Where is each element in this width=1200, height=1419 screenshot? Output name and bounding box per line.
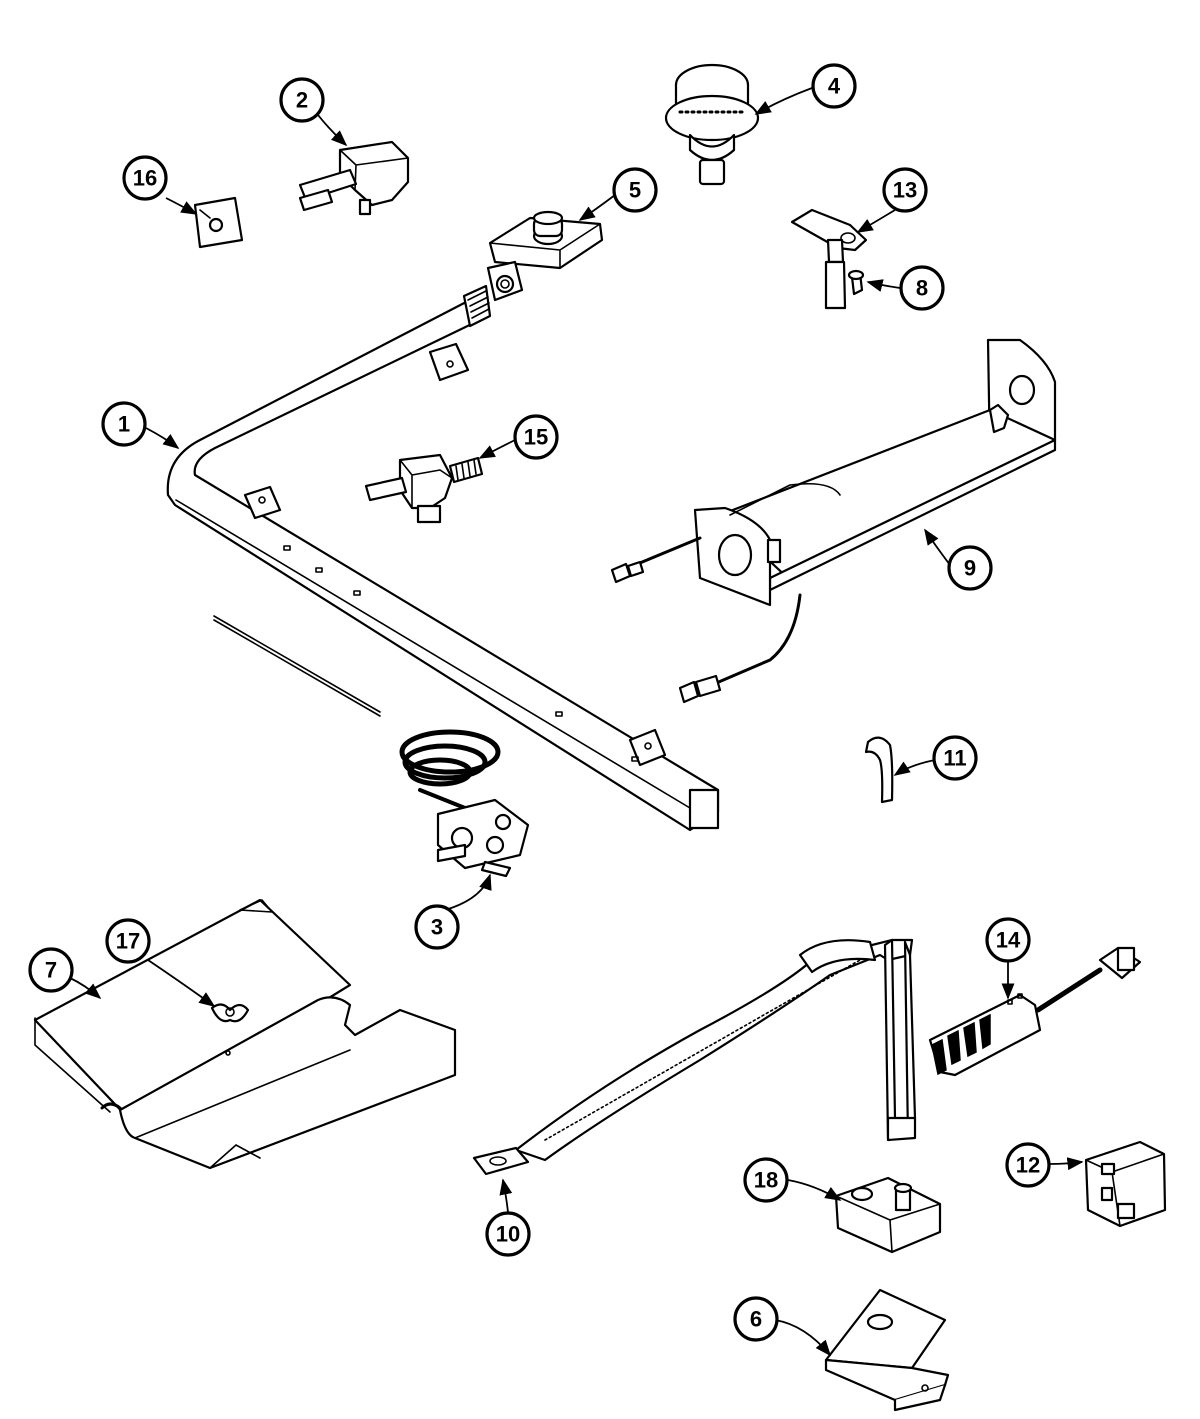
callout-label: 16: [133, 166, 157, 191]
callout-16: 16: [122, 155, 168, 201]
callout-label: 8: [916, 276, 928, 301]
pressure-regulator-part: [486, 210, 604, 302]
callout-5: 5: [612, 167, 658, 213]
pressure-switch-part: [834, 1176, 942, 1254]
screw-part: [847, 269, 865, 296]
callout-4: 4: [811, 63, 857, 109]
mounting-bracket-part: [824, 1288, 950, 1412]
callout-label: 18: [754, 1168, 778, 1193]
callout-7: 7: [28, 947, 74, 993]
spark-module-part: [1084, 1140, 1167, 1228]
callout-2: 2: [279, 77, 325, 123]
callout-1: 1: [101, 401, 147, 447]
callout-label: 9: [964, 556, 976, 581]
speed-clip-part: [193, 196, 244, 249]
callout-label: 10: [496, 1222, 520, 1247]
wing-nut-part: [210, 1003, 250, 1023]
burner-head-part: [664, 63, 760, 186]
igniter-electrode-part: [790, 208, 868, 310]
callout-label: 3: [431, 915, 443, 940]
callout-11: 11: [932, 735, 978, 781]
callout-label: 17: [116, 929, 140, 954]
heat-shield-part: [33, 898, 457, 1170]
callout-label: 1: [118, 412, 130, 437]
callout-label: 7: [45, 958, 57, 983]
oven-burner-part: [610, 338, 1057, 704]
callout-15: 15: [513, 414, 559, 460]
callout-6: 6: [733, 1296, 779, 1342]
callout-9: 9: [947, 545, 993, 591]
callout-10: 10: [485, 1211, 531, 1257]
thermostat-part: [213, 615, 530, 878]
callout-18: 18: [743, 1157, 789, 1203]
burner-valve-part: [298, 140, 410, 216]
callout-17: 17: [105, 918, 151, 964]
glow-igniter-part: [928, 946, 1142, 1077]
callout-3: 3: [414, 904, 460, 950]
burner-tube-part: [472, 938, 917, 1176]
callout-label: 14: [996, 928, 1021, 953]
callout-12: 12: [1005, 1142, 1051, 1188]
callout-14: 14: [985, 917, 1031, 963]
callout-label: 15: [524, 425, 548, 450]
callout-label: 12: [1016, 1153, 1040, 1178]
callout-label: 6: [750, 1307, 762, 1332]
callout-label: 2: [296, 88, 308, 113]
oven-valve-part: [364, 453, 484, 524]
callout-13: 13: [882, 167, 928, 213]
callout-8: 8: [899, 265, 945, 311]
callout-label: 4: [828, 74, 841, 99]
callout-label: 5: [629, 178, 641, 203]
tubing-part: [864, 736, 894, 804]
callout-label: 11: [943, 746, 966, 771]
manifold-tube-part: [166, 284, 720, 832]
callout-label: 13: [893, 178, 917, 203]
